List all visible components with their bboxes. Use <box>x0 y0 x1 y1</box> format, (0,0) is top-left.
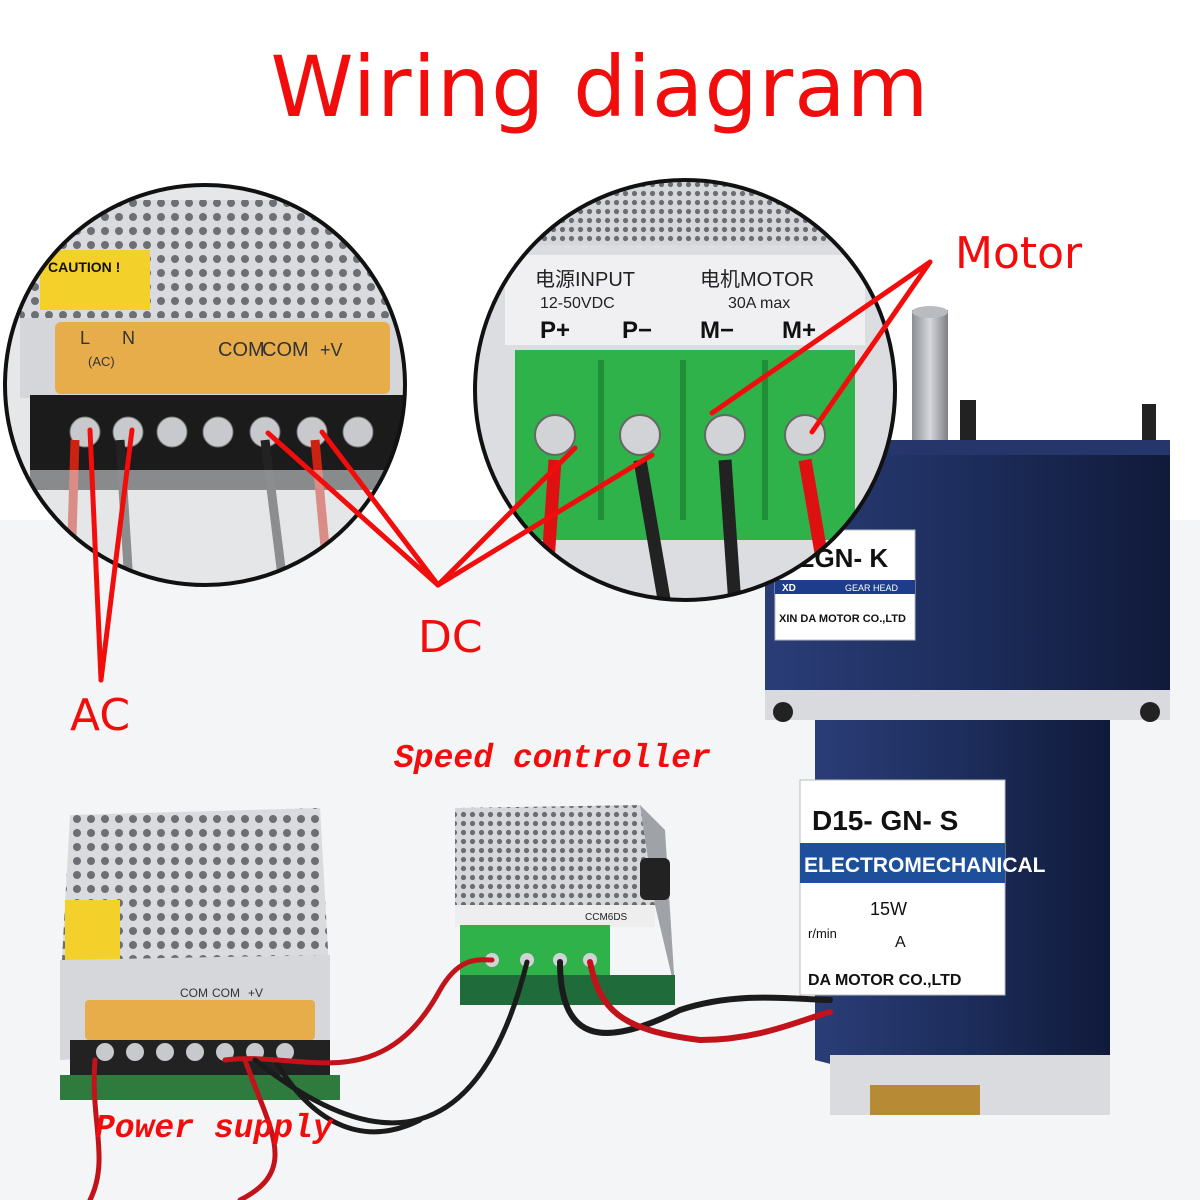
voltage-text: 12-50VDC <box>540 295 615 312</box>
motor-model-text: D15- GN- S <box>812 805 958 836</box>
power-supply-unit: COM COM +V <box>60 808 340 1100</box>
psu-amber-cover <box>85 1000 315 1040</box>
callout-lines <box>87 259 933 683</box>
caution-text: CAUTION ! <box>48 259 120 275</box>
wire-red-ac <box>237 1057 278 1200</box>
terminal-l-text: L <box>80 328 90 348</box>
motor-callout: Motor <box>955 228 1083 279</box>
ac-callout: AC <box>70 690 131 741</box>
brand-short-text: XD <box>782 583 796 594</box>
gear-head-text: GEAR HEAD <box>845 583 899 593</box>
motor-maker-text: DA MOTOR CO.,LTD <box>808 972 961 989</box>
speed-knob <box>640 858 670 900</box>
terminal-ac-text: (AC) <box>88 354 115 369</box>
motor-amp-text: A <box>895 934 906 951</box>
power-supply-label: Power supply <box>95 1110 333 1147</box>
wire-motor-red <box>587 959 833 1044</box>
wire-motor-black <box>557 959 833 1036</box>
psu-com-text: COM <box>180 986 208 1000</box>
gearhead-flange <box>765 690 1170 720</box>
speed-controller-unit: CCM6DS <box>455 805 675 1005</box>
wire-black-ac <box>272 1057 423 1135</box>
motor-output-shaft <box>912 310 948 460</box>
terminal-com2-text: COM <box>262 339 309 361</box>
terminal-com1-text: COM <box>218 339 265 361</box>
motor-cn-text: 电机MOTOR <box>700 268 814 291</box>
p-minus-text: P− <box>622 317 652 344</box>
diagram-title: Wiring diagram <box>270 38 930 136</box>
current-text: 30A max <box>728 295 790 312</box>
dc-callout: DC <box>418 612 483 663</box>
terminal-v-text: +V <box>320 340 343 360</box>
m-minus-text: M− <box>700 317 734 344</box>
controller-model-text: CCM6DS <box>585 912 628 923</box>
input-cn-text: 电源INPUT <box>535 268 635 291</box>
wires <box>87 957 833 1200</box>
psu-v-text: +V <box>248 986 263 1000</box>
wire-black-to-ctrl <box>252 959 530 1126</box>
speed-controller-label: Speed controller <box>394 740 711 777</box>
wire-red-dc <box>87 1057 102 1200</box>
p-plus-text: P+ <box>540 317 570 344</box>
wire-dc-to-ctrl <box>222 957 495 1066</box>
amber-cover <box>55 322 390 394</box>
terminal-n-text: N <box>122 328 135 348</box>
motor-power-text: 15W <box>870 899 907 919</box>
motor-rpm-text: r/min <box>808 926 837 941</box>
psu-terminal-inset: CAUTION ! L N (AC) COM COM +V <box>5 185 405 585</box>
electromechanical-text: ELECTROMECHANICAL <box>804 854 1046 877</box>
psu-com2-text: COM <box>212 986 240 1000</box>
motor-label <box>799 779 1006 996</box>
gearhead-maker-text: XIN DA MOTOR CO.,LTD <box>779 613 906 625</box>
m-plus-text: M+ <box>782 317 816 344</box>
